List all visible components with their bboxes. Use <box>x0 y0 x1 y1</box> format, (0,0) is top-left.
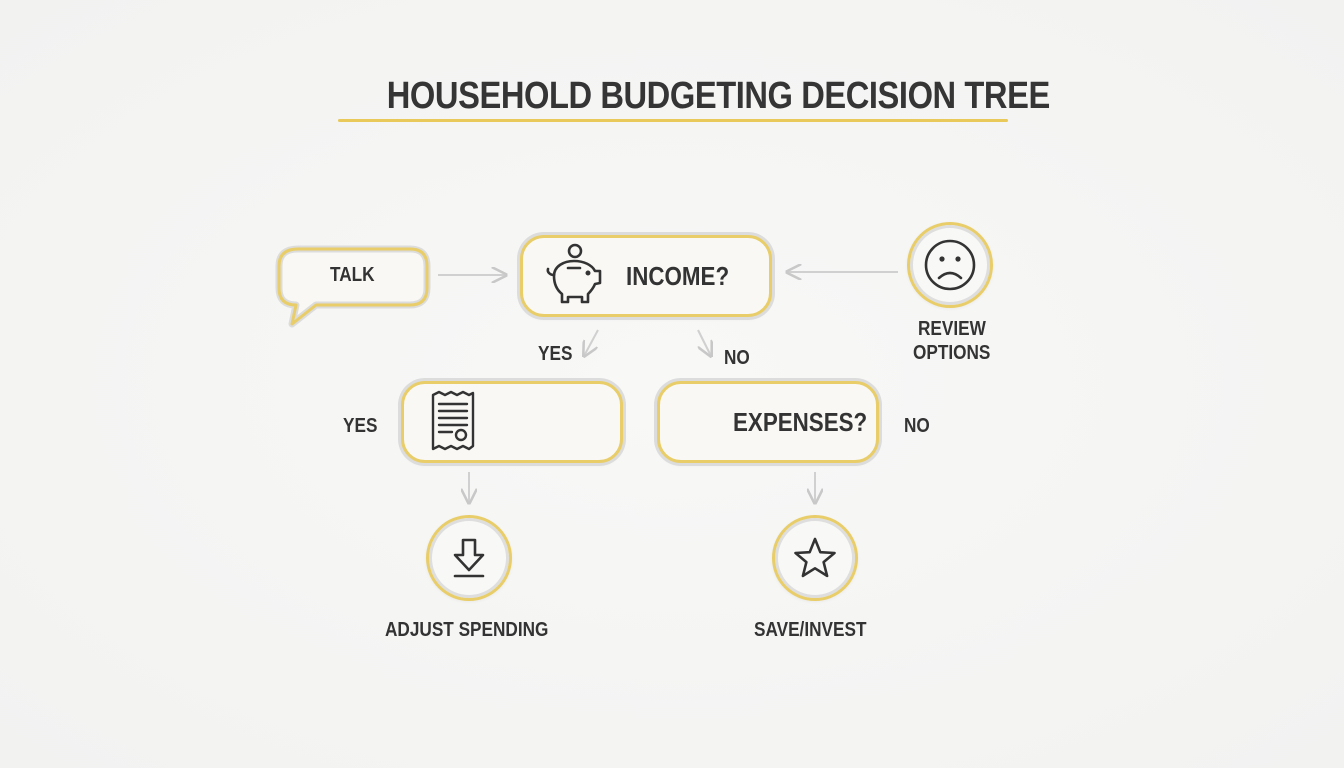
review-options-label-line1: REVIEW <box>918 318 986 340</box>
diagram-title: HOUSEHOLD BUDGETING DECISION TREE <box>386 75 1050 117</box>
edge-label-yes-top: YES <box>538 343 573 365</box>
adjust-spending-node <box>426 515 512 601</box>
save-invest-node <box>772 515 858 601</box>
arrow-income-no <box>697 329 711 356</box>
expenses-label: EXPENSES? <box>733 407 868 437</box>
talk-label: TALK <box>330 264 375 286</box>
save-invest-label: SAVE/INVEST <box>754 619 867 641</box>
receipt-node <box>401 381 623 463</box>
income-label: INCOME? <box>626 261 730 291</box>
expenses-node <box>657 381 879 463</box>
income-node <box>520 235 772 317</box>
adjust-spending-label: ADJUST SPENDING <box>385 619 549 641</box>
download-arrow-icon <box>453 538 485 578</box>
review-options-node <box>907 222 993 308</box>
title-underline <box>338 119 1008 122</box>
sad-face-icon <box>924 239 976 291</box>
review-options-label-line2: OPTIONS <box>913 342 991 364</box>
talk-speech-bubble <box>275 245 431 328</box>
edge-label-yes-left: YES <box>343 415 378 437</box>
arrow-income-yes <box>584 329 599 356</box>
star-icon <box>794 537 836 578</box>
edge-label-no-top: NO <box>724 347 750 369</box>
piggy-bank-icon <box>546 243 602 304</box>
receipt-icon <box>431 390 475 451</box>
edge-label-no-right: NO <box>904 415 930 437</box>
